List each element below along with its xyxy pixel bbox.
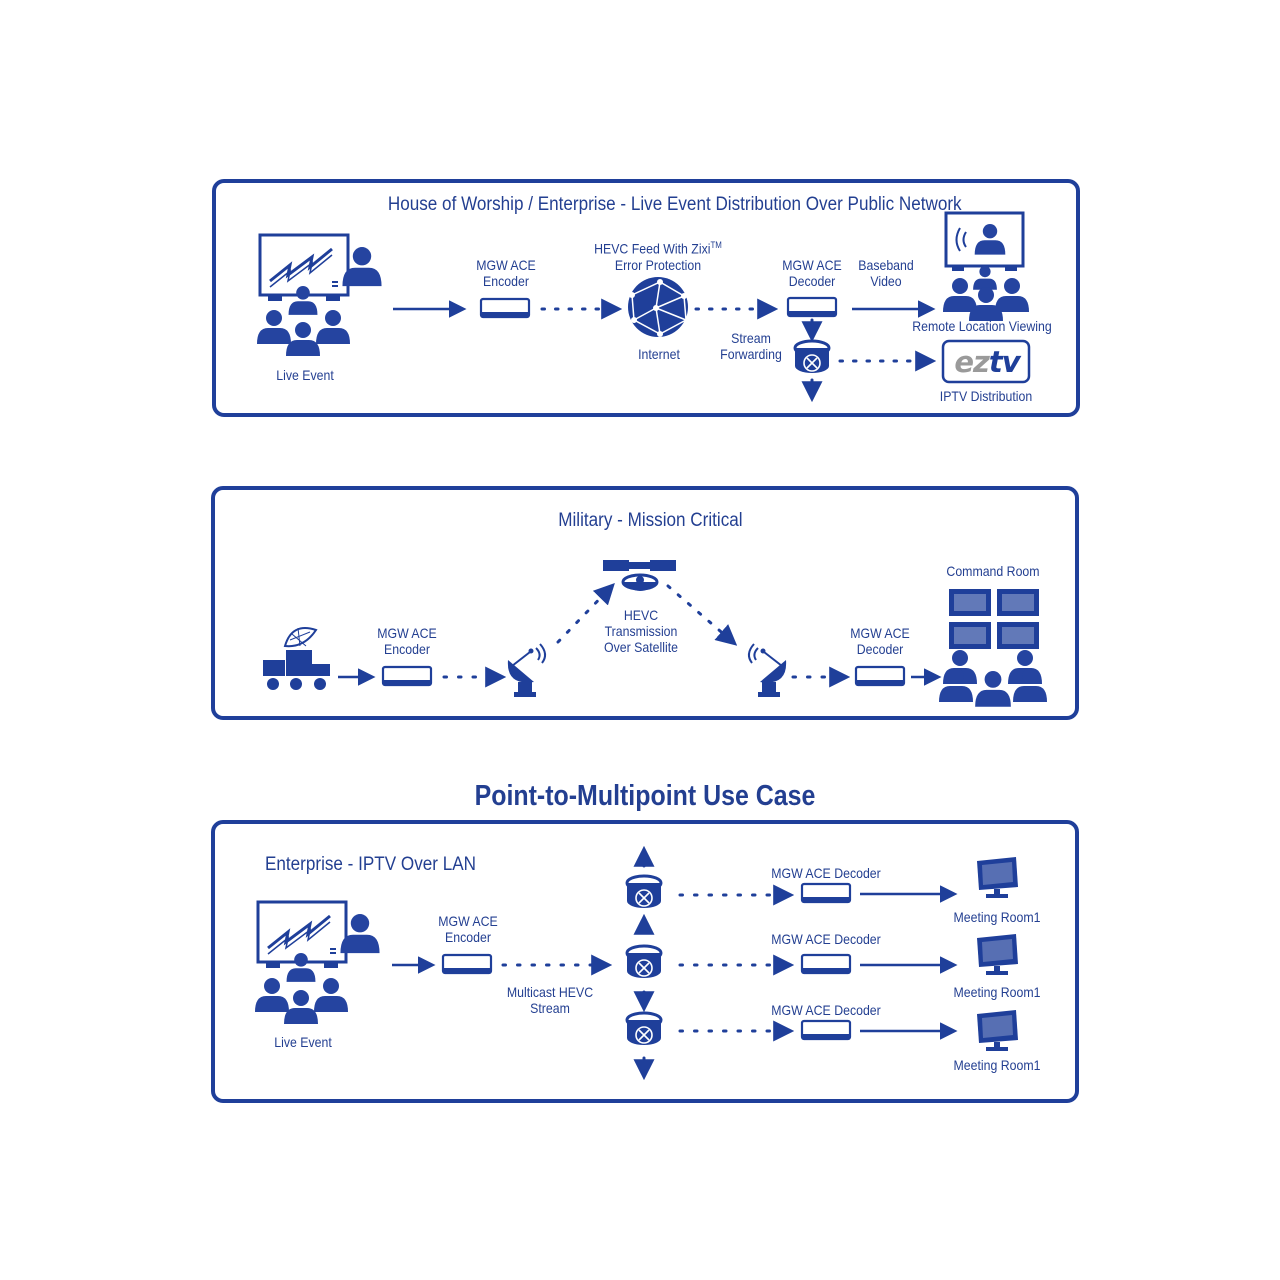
eztv-logo: eztv: [954, 345, 1020, 379]
encoder-icon-3: [441, 953, 493, 975]
monitor-icon-row3: [977, 1010, 1018, 1051]
military-truck-icon: [263, 627, 330, 690]
meeting-room-label-row1: Meeting Room1: [953, 909, 1041, 925]
point-to-multipoint-heading: Point-to-Multipoint Use Case: [474, 780, 816, 812]
panel3-title: Enterprise - IPTV Over LAN: [265, 854, 476, 875]
decoder-label-row2: MGW ACE Decoder: [771, 931, 881, 947]
decoder-label-row3: MGW ACE Decoder: [771, 1002, 881, 1018]
iptv-distribution-label: IPTV Distribution: [939, 388, 1033, 404]
panel-military: [211, 486, 1079, 720]
satellite-icon: [603, 560, 676, 591]
command-room-icon: [939, 589, 1047, 707]
decoder-label-row1: MGW ACE Decoder: [771, 865, 881, 881]
panel2-title: Military - Mission Critical: [558, 510, 743, 531]
internet-label: Internet: [638, 346, 680, 362]
downlink-dish-icon: [747, 643, 788, 698]
meeting-room-label-row3: Meeting Room1: [953, 1057, 1041, 1073]
live-event-label: Live Event: [276, 367, 334, 383]
monitor-icon-row1: [977, 857, 1018, 898]
live-event-label-2: Live Event: [274, 1034, 332, 1050]
panel-live-event-distribution: [212, 179, 1080, 417]
remote-viewing-label: Remote Location Viewing: [912, 318, 1052, 334]
command-room-label: Command Room: [946, 563, 1040, 579]
decoder-icon-row1: [800, 882, 852, 904]
decoder-icon-row2: [800, 953, 852, 975]
router-icon: [793, 339, 831, 375]
router-icon-3: [625, 1011, 663, 1047]
encoder-icon-2: [381, 665, 433, 687]
meeting-room-label-row2: Meeting Room1: [953, 984, 1041, 1000]
internet-globe-icon: [628, 277, 688, 337]
decoder-icon-2: [854, 665, 906, 687]
uplink-dish-icon: [506, 643, 547, 698]
panel-iptv-over-lan: [211, 820, 1079, 1103]
hevc-zixi-label: HEVC Feed With ZixiTM Error Protection: [594, 240, 722, 273]
decoder-icon: [786, 296, 838, 318]
live-event-group-icon: [257, 233, 382, 356]
live-event-group-icon-2: [255, 900, 380, 1024]
remote-viewing-icon: [943, 211, 1029, 321]
eztv-logo-icon: [941, 339, 1031, 384]
router-icon-1: [625, 874, 663, 910]
router-icon-2: [625, 944, 663, 980]
panel1-title: House of Worship / Enterprise - Live Eve…: [387, 194, 962, 215]
decoder-icon-row3: [800, 1019, 852, 1041]
monitor-icon-row2: [977, 934, 1018, 975]
encoder-icon: [479, 297, 531, 319]
